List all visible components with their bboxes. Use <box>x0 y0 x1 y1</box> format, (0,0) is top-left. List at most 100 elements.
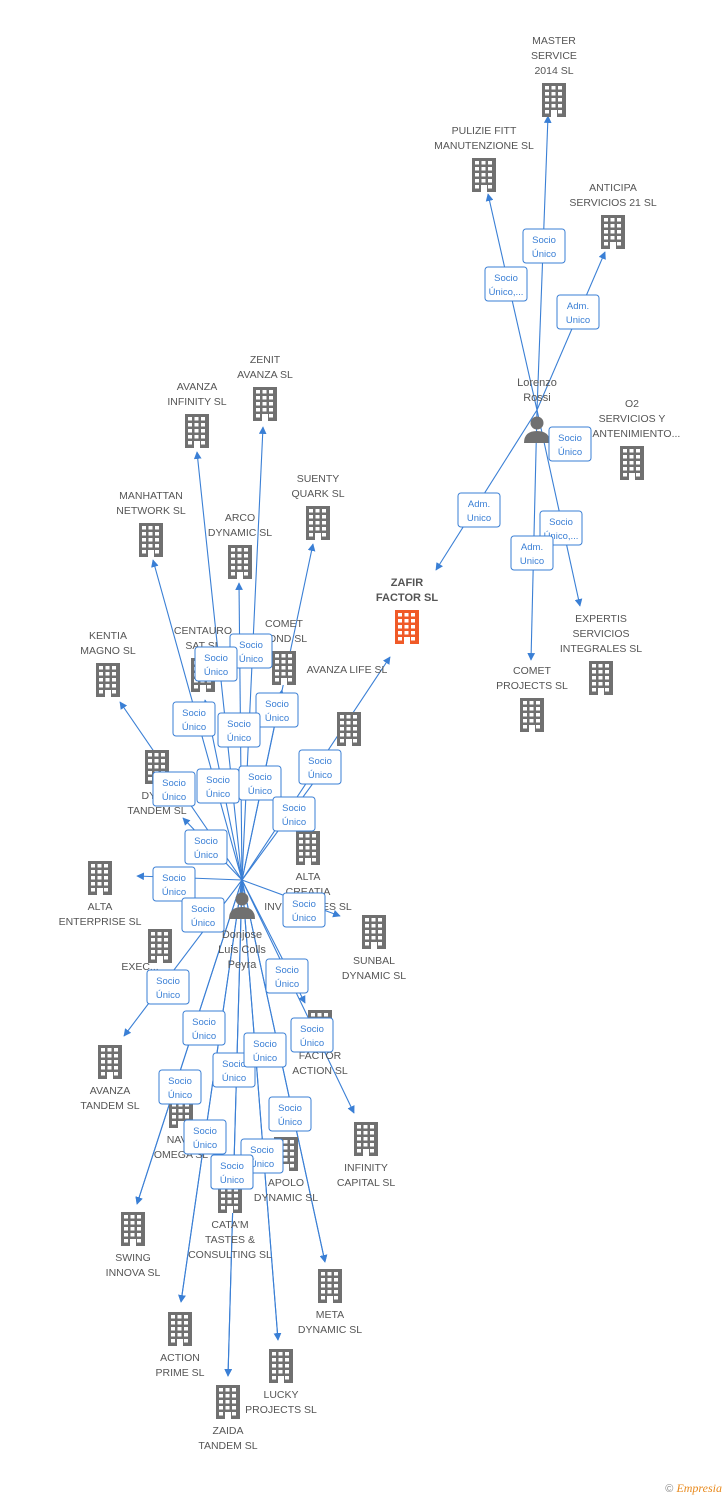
relation-label-line: Único,... <box>544 531 579 542</box>
person-label-line: Rossi <box>523 392 551 404</box>
relation-label-line: Único <box>253 1053 277 1064</box>
company-label-line: CATA'M <box>211 1219 248 1231</box>
relation-label-line: Único <box>192 1031 216 1042</box>
relation-label-line: Socio <box>275 965 299 976</box>
edge-donjose-action <box>178 879 243 1303</box>
relation-label-line: Socio <box>300 1024 324 1035</box>
relation-label-line: Socio <box>192 1017 216 1028</box>
relation-label-box <box>152 771 196 807</box>
relation-label[interactable]: Adm.Unico <box>510 535 554 571</box>
company-label-line: QUARK SL <box>291 488 344 500</box>
relation-label[interactable]: Adm.Unico <box>457 492 501 528</box>
company-node-suenty[interactable]: SUENTY QUARK SL <box>291 473 345 540</box>
relation-label-line: Único <box>168 1090 192 1101</box>
company-label-line: O2 <box>625 398 639 410</box>
relation-label[interactable]: SocioÚnico,... <box>484 266 528 302</box>
brand-logo[interactable]: Empresia <box>676 1481 722 1495</box>
relation-label-box <box>272 796 316 832</box>
company-label-line: PRIME SL <box>155 1367 204 1379</box>
relation-label-box <box>282 892 326 928</box>
company-label-line: CENTAURO <box>174 625 232 637</box>
relation-label-line: Único <box>204 667 228 678</box>
company-label-line: ALTA <box>296 871 321 883</box>
relation-label-line: Único <box>558 447 582 458</box>
relation-label[interactable]: Adm.Unico <box>556 294 600 330</box>
company-label-line: PROJECTS SL <box>245 1404 317 1416</box>
company-node-exec[interactable]: EXEC... <box>121 929 172 973</box>
edge-donjose-meta <box>241 879 328 1263</box>
building-icon <box>362 915 386 949</box>
building-icon <box>318 1269 342 1303</box>
company-label-line: META <box>316 1309 344 1321</box>
relation-label-line: Único <box>191 918 215 929</box>
company-label-line: AVANZA LIFE SL <box>307 664 388 676</box>
company-label-line: INTEGRALES SL <box>560 643 642 655</box>
relation-label-line: Socio <box>162 873 186 884</box>
building-icon <box>121 1212 145 1246</box>
relation-label-line: Socio <box>168 1076 192 1087</box>
company-label-line: TANDEM SL <box>127 805 186 817</box>
relation-label-line: Socio <box>162 778 186 789</box>
company-label-line: SUNBAL <box>353 955 395 967</box>
relation-label-line: Socio <box>156 976 180 987</box>
company-label-line: SUENTY <box>297 473 340 485</box>
company-node-avlife[interactable]: AVANZA LIFE SL <box>307 664 388 746</box>
relation-label-line: Único <box>248 786 272 797</box>
relation-label-box <box>181 897 225 933</box>
person-label-line: Luis Colls <box>218 944 266 956</box>
relation-label-line: Socio <box>292 899 316 910</box>
relation-label-box <box>152 866 196 902</box>
relation-label-box <box>268 1096 312 1132</box>
